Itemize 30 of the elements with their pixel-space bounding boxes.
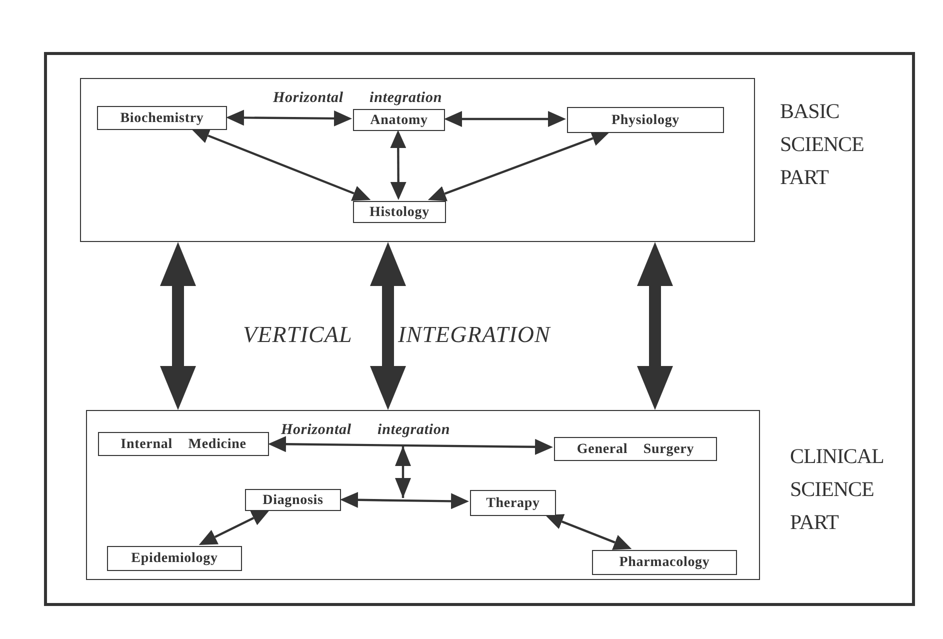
section-label: BASIC SCIENCE PART <box>780 98 865 191</box>
thick-double-arrow <box>637 242 673 410</box>
double-arrow <box>390 130 406 200</box>
double-arrow <box>340 492 469 510</box>
subject-box: Histology <box>353 201 446 223</box>
double-arrow <box>444 111 566 127</box>
integration-heading: Horizontal integration <box>273 89 442 108</box>
integration-heading: Horizontal integration <box>281 421 450 440</box>
subject-box: Internal Medicine <box>98 432 269 456</box>
panel-box <box>80 78 755 242</box>
subject-box: Pharmacology <box>592 550 737 575</box>
subject-box: General Surgery <box>554 437 717 461</box>
subject-box: Epidemiology <box>107 546 242 571</box>
integration-label: INTEGRATION <box>398 321 550 349</box>
thick-double-arrow <box>370 242 406 410</box>
subject-box: Physiology <box>567 107 724 133</box>
integration-label: VERTICAL <box>243 321 352 349</box>
subject-box: Diagnosis <box>245 489 341 511</box>
double-arrow <box>545 514 632 550</box>
double-arrow <box>226 110 352 126</box>
double-arrow <box>428 130 610 202</box>
double-arrow <box>198 510 270 545</box>
panel-box <box>86 410 760 580</box>
subject-box: Biochemistry <box>97 106 227 130</box>
double-arrow <box>191 128 371 201</box>
section-label: CLINICAL SCIENCE PART <box>790 443 884 536</box>
thick-double-arrow <box>160 242 196 410</box>
subject-box: Anatomy <box>353 109 445 131</box>
double-arrow <box>268 436 553 455</box>
subject-box: Therapy <box>470 490 556 516</box>
